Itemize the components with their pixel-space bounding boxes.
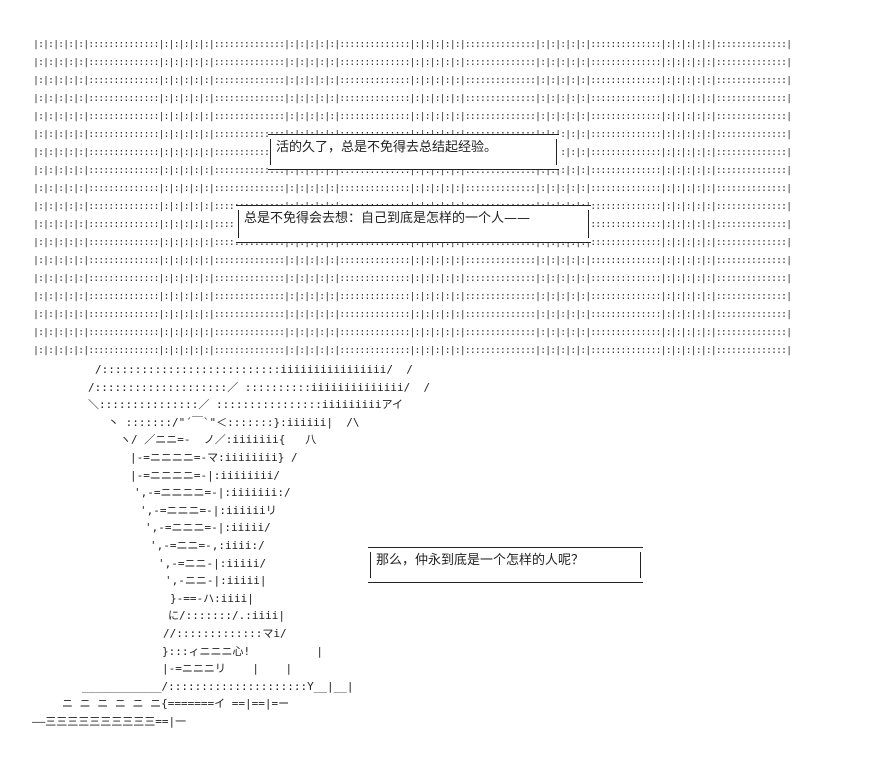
- figure-line: ',-=ニニニ=-|:iiiiiiリ: [140, 503, 277, 517]
- figure-line: ——三三三三三三三三三三==|一: [32, 715, 187, 728]
- figure-line: }:::ィニニニ心! |: [162, 644, 323, 658]
- wall-pattern-row: |:|:|:|:|:|::::::::::::::|:|:|:|:|:|::::…: [33, 94, 791, 104]
- figure-line: ＼:::::::::::::::／ ::::::::::::::::iiiiii…: [88, 398, 403, 412]
- figure-line: ヽ/ ／ニニ=- ノ／:iiiiiii{ 八: [120, 433, 317, 447]
- wall-pattern-row: |:|:|:|:|:|::::::::::::::|:|:|:|:|:|::::…: [33, 292, 791, 302]
- wall-pattern-row: |:|:|:|:|:|::::::::::::::|:|:|:|:|:|::::…: [33, 256, 791, 266]
- bubble-text-2: 总是不免得会去想：自己到底是怎样的一个人——: [244, 211, 531, 226]
- wall-pattern-row: |:|:|:|:|:|::::::::::::::|:|:|:|:|:|::::…: [33, 40, 791, 50]
- wall-pattern-row: |:|:|:|:|:|::::::::::::::|:|:|:|:|:|::::…: [33, 112, 791, 122]
- figure-line: |-=ニニニニ=-|:iiiiiiii/: [130, 468, 280, 482]
- wall-pattern-row: |:|:|:|:|:|::::::::::::::|:|:|:|:|:|::::…: [33, 166, 791, 176]
- figure-line: ニ ニ ニ ニ ニ ニ{=======イ ==|==|=ー: [62, 697, 290, 711]
- figure-line: ',-=ニニニ=-|:iiiii/: [145, 521, 271, 535]
- bubble-text-1: 活的久了，总是不免得去总结起经验。: [276, 140, 498, 155]
- figure-line: }-==-ハ:iiii|: [170, 591, 254, 605]
- wall-pattern-row: |:|:|:|:|:|::::::::::::::|:|:|:|:|:|::::…: [33, 274, 791, 284]
- figure-line: /:::::::::::::::::::::::::::iiiiiiiiiiii…: [95, 363, 413, 376]
- figure-line: /::::::::::::::::::::／ ::::::::::iiiiiii…: [88, 380, 431, 394]
- wall-pattern-row: |:|:|:|:|:|::::::::::::::|:|:|:|:|:|::::…: [33, 76, 791, 86]
- bubble-text-3: 那么，仲永到底是一个怎样的人呢？: [376, 553, 585, 568]
- figure-line: //:::::::::::::マi/: [163, 627, 287, 640]
- figure-line: ',-=ニニ-|:iiiii/: [158, 556, 267, 570]
- figure-line: |-=ニニニリ | |: [162, 662, 293, 676]
- wall-pattern-row: |:|:|:|:|:|::::::::::::::|:|:|:|:|:|::::…: [33, 346, 791, 356]
- figure-line: |-=ニニニニ=-マ:iiiiiiii} /: [130, 451, 298, 464]
- figure-line: ',-=ニニニニ=-|:iiiiiii:/: [134, 486, 291, 500]
- figure-line: 丶 :::::::/"´￣`"＜:::::::}:iiiiii| /\: [108, 415, 360, 429]
- speech-bubble-top: 活的久了，总是不免得去总结起经验。: [268, 134, 559, 170]
- speech-bubble-right: 那么，仲永到底是一个怎样的人呢？: [368, 547, 643, 583]
- figure-line: ',-=ニニ=-,:iiii:/: [150, 539, 265, 552]
- figure-line: ',-ニニ-|:iiiii|: [165, 574, 267, 588]
- figure-line: ____________/:::::::::::::::::::::Y__|__…: [82, 679, 354, 693]
- wall-pattern-row: |:|:|:|:|:|::::::::::::::|:|:|:|:|:|::::…: [33, 328, 791, 338]
- wall-pattern-row: |:|:|:|:|:|::::::::::::::|:|:|:|:|:|::::…: [33, 310, 791, 320]
- wall-pattern-row: |:|:|:|:|:|::::::::::::::|:|:|:|:|:|::::…: [33, 58, 791, 68]
- figure-line: に/:::::::/.:iiii|: [168, 609, 285, 623]
- speech-bubble-middle: 总是不免得会去想：自己到底是怎样的一个人——: [236, 205, 591, 243]
- wall-pattern-row: |:|:|:|:|:|::::::::::::::|:|:|:|:|:|::::…: [33, 184, 791, 194]
